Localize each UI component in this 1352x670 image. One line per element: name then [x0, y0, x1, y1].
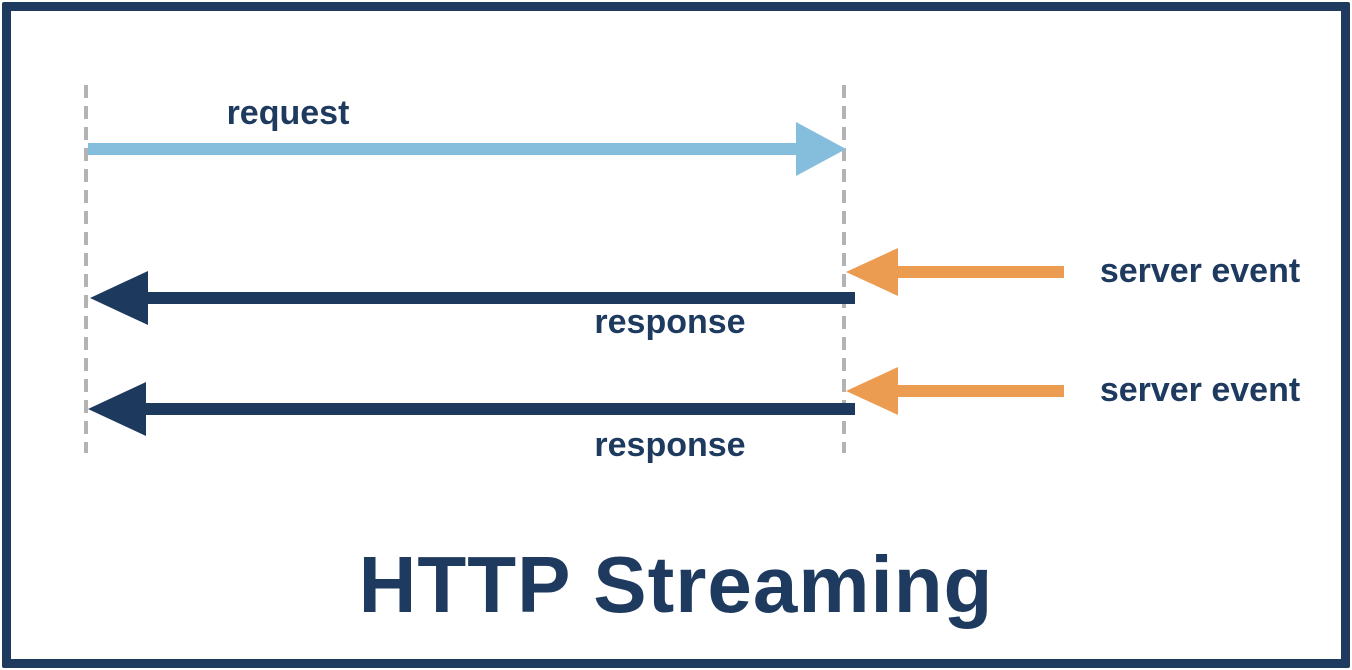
server-event-2-arrow-shaft	[896, 385, 1064, 397]
response-2-arrow-shaft	[144, 403, 855, 415]
server-event-1-arrow-shaft	[896, 266, 1064, 278]
server-event-1-label: server event	[1099, 252, 1301, 290]
response-2-label: response	[594, 426, 746, 464]
response-1-arrowhead-left-icon	[90, 271, 148, 325]
response-1-arrow-shaft	[146, 292, 855, 304]
server-event-1-arrowhead-left-icon	[846, 248, 898, 296]
request-label: request	[226, 94, 350, 132]
request-arrow-shaft	[88, 143, 798, 155]
client-lifeline	[84, 85, 88, 453]
response-2-arrowhead-left-icon	[88, 382, 146, 436]
diagram-title: HTTP Streaming	[358, 540, 994, 629]
response-1-label: response	[594, 303, 746, 341]
request-arrowhead-right-icon	[796, 122, 846, 176]
server-lifeline	[842, 85, 846, 453]
server-event-2-label: server event	[1099, 371, 1301, 409]
